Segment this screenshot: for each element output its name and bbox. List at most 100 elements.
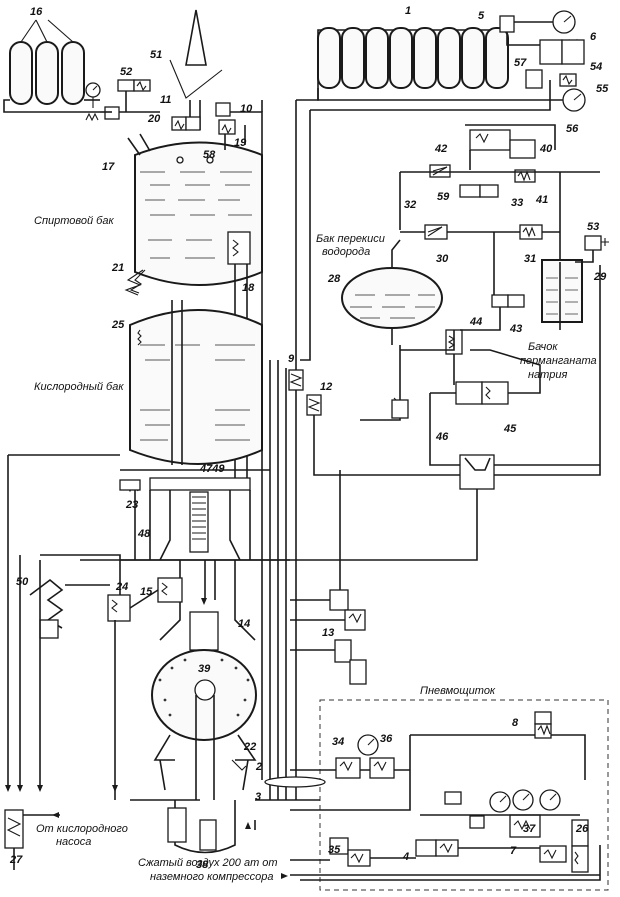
heat-exchanger-50 bbox=[29, 554, 121, 639]
label-26: 26 bbox=[575, 823, 589, 835]
label-27: 27 bbox=[9, 854, 23, 866]
label-28: 28 bbox=[327, 273, 341, 285]
label-42: 42 bbox=[434, 143, 447, 155]
label-pneumo-panel: Пневмощиток bbox=[420, 685, 496, 697]
label-38: 38 bbox=[196, 859, 209, 871]
label-29: 29 bbox=[593, 271, 607, 283]
label-51: 51 bbox=[150, 49, 162, 61]
pneumo-panel-components bbox=[290, 711, 601, 881]
flow-arrows bbox=[5, 598, 288, 879]
label-22: 22 bbox=[243, 741, 256, 753]
label-13: 13 bbox=[322, 627, 334, 639]
label-50: 50 bbox=[16, 576, 29, 588]
callout-numbers: 16 52 51 20 11 10 19 58 17 21 18 25 9 12… bbox=[9, 5, 609, 871]
label-2: 2 bbox=[255, 761, 262, 773]
valve-44 bbox=[400, 329, 463, 385]
valves-5-6-54-57-55-56 bbox=[300, 10, 586, 361]
label-1: 1 bbox=[405, 5, 411, 17]
combustion-chamber bbox=[151, 611, 257, 854]
label-from-oxygen-pump-2: насоса bbox=[56, 836, 91, 848]
label-40: 40 bbox=[539, 143, 553, 155]
label-compressed-air-2: наземного компрессора bbox=[150, 871, 273, 883]
valve-43 bbox=[460, 294, 525, 331]
label-6: 6 bbox=[590, 31, 597, 43]
label-permanganate-1: Бачок bbox=[528, 341, 558, 353]
label-compressed-air-1: Сжатый воздух 200 ат от bbox=[138, 857, 278, 869]
manifold-2-3 bbox=[254, 776, 326, 830]
label-41: 41 bbox=[535, 194, 548, 206]
label-permanganate-3: натрия bbox=[528, 369, 567, 381]
label-8: 8 bbox=[512, 717, 519, 729]
permanganate-tank bbox=[541, 235, 609, 330]
label-17: 17 bbox=[102, 161, 115, 173]
label-54: 54 bbox=[590, 61, 602, 73]
valve-46 bbox=[80, 393, 600, 561]
label-20: 20 bbox=[147, 113, 161, 125]
label-45: 45 bbox=[503, 423, 517, 435]
label-21: 21 bbox=[111, 262, 124, 274]
valves-38 bbox=[114, 790, 217, 851]
label-34: 34 bbox=[332, 736, 344, 748]
spring-21 bbox=[124, 269, 144, 296]
label-23: 23 bbox=[125, 499, 138, 511]
label-15: 15 bbox=[140, 586, 153, 598]
label-57: 57 bbox=[514, 57, 527, 69]
valve-45 bbox=[430, 349, 541, 405]
label-peroxide-tank-1: Бак перекиси bbox=[316, 233, 385, 245]
label-permanganate-2: перманганата bbox=[520, 355, 597, 367]
label-52: 52 bbox=[120, 66, 132, 78]
alcohol-tank bbox=[127, 125, 263, 294]
label-11: 11 bbox=[160, 94, 171, 106]
label-39: 39 bbox=[198, 663, 211, 675]
valves-15-24 bbox=[107, 577, 183, 622]
peroxide-tank bbox=[341, 239, 443, 421]
label-56: 56 bbox=[566, 123, 579, 135]
label-31: 31 bbox=[524, 253, 536, 265]
label-32: 32 bbox=[404, 199, 416, 211]
label-5: 5 bbox=[478, 10, 485, 22]
label-30: 30 bbox=[436, 253, 449, 265]
air-bottles-16 bbox=[3, 19, 120, 122]
label-55: 55 bbox=[596, 83, 609, 95]
label-36: 36 bbox=[380, 733, 393, 745]
label-58: 58 bbox=[203, 149, 216, 161]
valve-40 bbox=[465, 124, 556, 170]
label-46: 46 bbox=[435, 431, 449, 443]
label-53: 53 bbox=[587, 221, 599, 233]
label-48: 48 bbox=[137, 528, 151, 540]
label-4749: 4749 bbox=[199, 463, 225, 475]
label-10: 10 bbox=[240, 103, 253, 115]
label-43: 43 bbox=[509, 323, 522, 335]
valves-41-42-59 bbox=[399, 164, 600, 262]
label-7: 7 bbox=[510, 845, 517, 857]
label-3: 3 bbox=[255, 791, 261, 803]
label-19: 19 bbox=[234, 137, 247, 149]
spike-51 bbox=[169, 9, 223, 130]
check-valve-12 bbox=[306, 265, 601, 476]
valves-10-11-19 bbox=[171, 100, 263, 360]
label-24: 24 bbox=[115, 581, 128, 593]
oxygen-tank bbox=[129, 300, 263, 465]
valve-52 bbox=[117, 79, 160, 113]
label-25: 25 bbox=[111, 319, 125, 331]
air-bottles-1 bbox=[317, 27, 520, 101]
text-labels: Спиртовой бак Бак перекиси водорода Кисл… bbox=[34, 215, 597, 883]
label-33: 33 bbox=[511, 197, 523, 209]
valve-23 bbox=[119, 479, 141, 493]
label-44: 44 bbox=[469, 316, 482, 328]
label-16: 16 bbox=[30, 6, 43, 18]
label-peroxide-tank-2: водорода bbox=[322, 246, 370, 258]
label-from-oxygen-pump-1: От кислородного bbox=[36, 823, 128, 835]
label-9: 9 bbox=[288, 353, 295, 365]
label-alcohol-tank: Спиртовой бак bbox=[34, 215, 114, 227]
label-37: 37 bbox=[523, 823, 536, 835]
label-oxygen-tank: Кислородный бак bbox=[34, 381, 124, 393]
label-4: 4 bbox=[402, 851, 409, 863]
label-12: 12 bbox=[320, 381, 332, 393]
valves-30-31-32-33 bbox=[400, 224, 560, 300]
label-14: 14 bbox=[238, 618, 250, 630]
pneumo-panel-frame bbox=[319, 699, 609, 891]
check-valve-9 bbox=[288, 369, 304, 391]
valve-13 bbox=[290, 470, 367, 685]
